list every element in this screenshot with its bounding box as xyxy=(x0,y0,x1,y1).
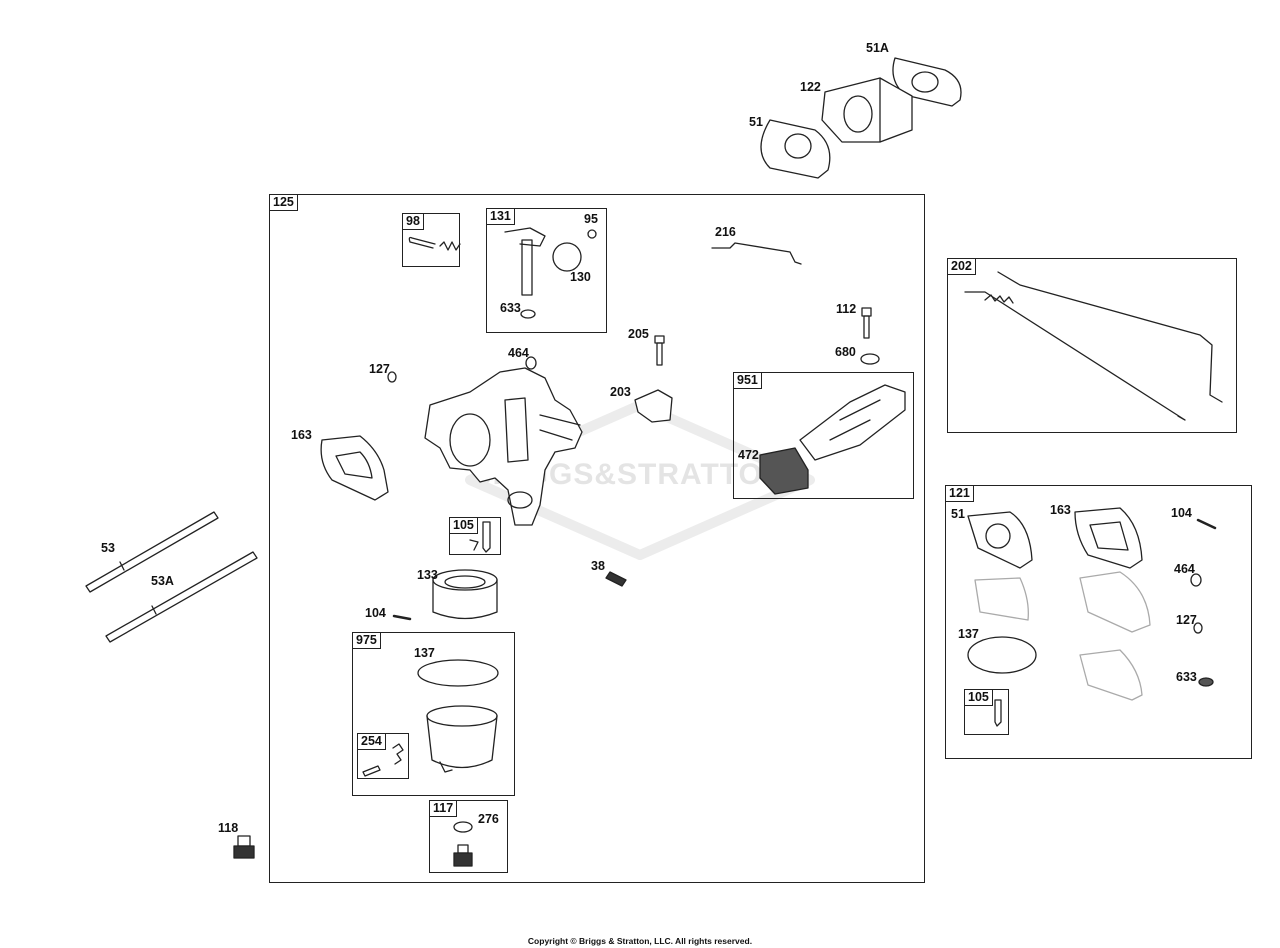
float-951 xyxy=(759,384,906,495)
spacer-122 xyxy=(821,77,913,143)
gasket-51 xyxy=(760,119,831,179)
kit-label-464[interactable]: 464 xyxy=(1174,562,1195,576)
screw-spring-98 xyxy=(408,236,461,251)
part-label-51[interactable]: 51 xyxy=(749,115,763,129)
carburetor-body xyxy=(424,367,583,526)
group-label-117[interactable]: 117 xyxy=(429,800,458,817)
gasket-163 xyxy=(320,435,389,501)
part-label-53[interactable]: 53 xyxy=(101,541,115,555)
watermark-diamond xyxy=(465,400,815,560)
group-label-202[interactable]: 202 xyxy=(947,258,976,275)
kit-label-163[interactable]: 163 xyxy=(1050,503,1071,517)
jet-117 xyxy=(453,844,473,867)
part-label-122[interactable]: 122 xyxy=(800,80,821,94)
group-frame-202 xyxy=(947,258,1237,433)
shaft-53a xyxy=(105,551,258,643)
kit-label-633[interactable]: 633 xyxy=(1176,670,1197,684)
part-label-137[interactable]: 137 xyxy=(414,646,435,660)
group-label-105a[interactable]: 105 xyxy=(449,517,478,534)
group-label-125[interactable]: 125 xyxy=(269,194,298,211)
part-label-95[interactable]: 95 xyxy=(584,212,598,226)
group-label-131[interactable]: 131 xyxy=(486,208,515,225)
part-label-104[interactable]: 104 xyxy=(365,606,386,620)
copyright-notice: Copyright © Briggs & Stratton, LLC. All … xyxy=(527,936,753,946)
group-frame-125 xyxy=(269,194,925,883)
bracket-203 xyxy=(634,389,673,423)
pin-205 xyxy=(654,335,665,366)
group-frame-98 xyxy=(402,213,460,267)
part-label-464[interactable]: 464 xyxy=(508,346,529,360)
screw-spring-254 xyxy=(362,743,404,777)
part-label-130[interactable]: 130 xyxy=(570,270,591,284)
group-frame-975 xyxy=(352,632,515,796)
screw-38 xyxy=(605,571,627,587)
kit-label-127[interactable]: 127 xyxy=(1176,613,1197,627)
governor-rods-202 xyxy=(964,271,1223,421)
bowl-975 xyxy=(417,659,499,773)
part-label-51a[interactable]: 51A xyxy=(866,41,889,55)
group-label-98[interactable]: 98 xyxy=(402,213,424,230)
part-label-216[interactable]: 216 xyxy=(715,225,736,239)
group-label-975[interactable]: 975 xyxy=(352,632,381,649)
washer-680 xyxy=(860,353,880,365)
part-label-680[interactable]: 680 xyxy=(835,345,856,359)
group-label-254[interactable]: 254 xyxy=(357,733,386,750)
part-label-472[interactable]: 472 xyxy=(738,448,759,462)
part-label-53a[interactable]: 53A xyxy=(151,574,174,588)
group-frame-121 xyxy=(945,485,1252,759)
kit-121-parts xyxy=(967,507,1217,727)
part-label-38[interactable]: 38 xyxy=(591,559,605,573)
washer-464 xyxy=(525,356,537,370)
part-label-133[interactable]: 133 xyxy=(417,568,438,582)
part-label-633[interactable]: 633 xyxy=(500,301,521,315)
part-label-112[interactable]: 112 xyxy=(836,302,857,316)
washer-127 xyxy=(387,371,397,383)
group-frame-951 xyxy=(733,372,914,499)
group-frame-131 xyxy=(486,208,607,333)
gasket-51a xyxy=(892,57,962,107)
washer-276 xyxy=(453,821,473,833)
part-label-127[interactable]: 127 xyxy=(369,362,390,376)
shaft-53 xyxy=(85,511,219,593)
group-label-951[interactable]: 951 xyxy=(733,372,762,389)
group-label-105b[interactable]: 105 xyxy=(964,689,993,706)
part-label-205[interactable]: 205 xyxy=(628,327,649,341)
part-label-163[interactable]: 163 xyxy=(291,428,312,442)
kit-label-104[interactable]: 104 xyxy=(1171,506,1192,520)
link-216 xyxy=(711,242,802,265)
part-label-118[interactable]: 118 xyxy=(218,821,239,835)
group-label-121[interactable]: 121 xyxy=(945,485,974,502)
kit-label-137[interactable]: 137 xyxy=(958,627,979,641)
pin-104 xyxy=(392,614,412,621)
pin-112 xyxy=(861,307,872,339)
bowl-133 xyxy=(432,569,498,620)
needle-105 xyxy=(469,521,491,553)
part-label-203[interactable]: 203 xyxy=(610,385,631,399)
throttle-shaft-131 xyxy=(504,227,597,319)
group-frame-117 xyxy=(429,800,508,873)
kit-label-51[interactable]: 51 xyxy=(951,507,965,521)
part-label-276[interactable]: 276 xyxy=(478,812,499,826)
fitting-118 xyxy=(233,835,255,859)
